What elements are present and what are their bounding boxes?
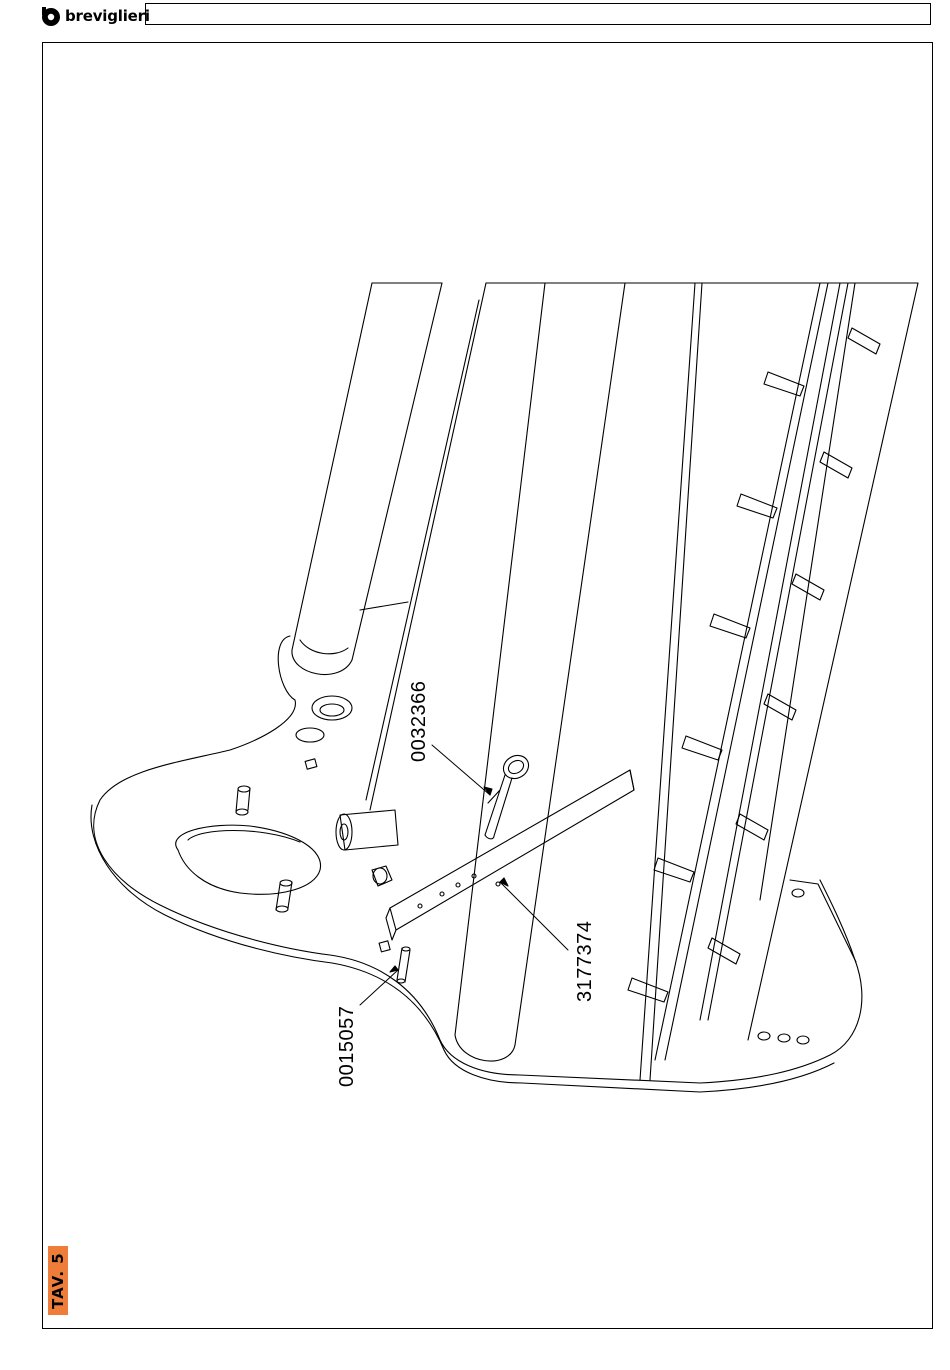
- part-label-0032366: 0032366: [408, 681, 431, 762]
- part-label-0015057: 0015057: [336, 1006, 359, 1087]
- plate-number-badge: TAV. 5: [48, 1246, 68, 1315]
- part-label-3177374: 3177374: [574, 921, 597, 1002]
